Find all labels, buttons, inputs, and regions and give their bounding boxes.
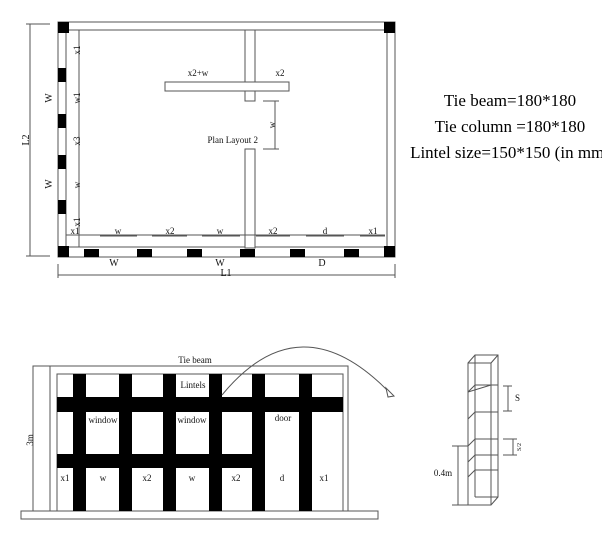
- svg-text:x1: x1: [61, 473, 70, 483]
- dim-l2: L2: [21, 134, 32, 145]
- arrow-curve: [221, 346, 391, 396]
- svg-text:x2: x2: [166, 226, 175, 236]
- beam-label: x2+w: [188, 68, 209, 78]
- plan-title: Plan Layout 2: [208, 135, 259, 145]
- inner-dim: w: [267, 121, 277, 128]
- plan-layout: L2 L1 W W x1 w1 x3 w x1 x1 w x2 w x2 d x…: [21, 21, 396, 279]
- height-label: 3m: [25, 434, 35, 446]
- elevation: Tie beam Lintels 3m window window door x…: [20, 346, 396, 520]
- half-spacing-label: S/2: [517, 443, 523, 451]
- dim-l1: L1: [220, 268, 231, 279]
- svg-text:w: w: [100, 473, 107, 483]
- svg-text:window: window: [89, 415, 119, 425]
- bottom-dimensions: x1 w x2 w x2 d x1: [71, 226, 385, 237]
- lintel-band: [57, 397, 343, 412]
- left-label: W: [44, 179, 55, 189]
- svg-text:w1: w1: [72, 93, 82, 104]
- columns: [58, 22, 395, 257]
- base-slab: [20, 510, 379, 520]
- partition-wall-bottom: [244, 148, 256, 249]
- svg-text:w: w: [115, 226, 122, 236]
- svg-text:x3: x3: [72, 136, 82, 146]
- left-label: W: [44, 93, 55, 103]
- inner-wall-line: [65, 29, 388, 248]
- partition-wall-top: [244, 29, 256, 102]
- svg-text:w: w: [217, 226, 224, 236]
- zone-label: 0.4m: [434, 468, 452, 478]
- sill-band: [57, 454, 265, 468]
- svg-text:d: d: [323, 226, 328, 236]
- wall-panel: [56, 373, 344, 512]
- tie-beam-label: Tie beam: [178, 355, 211, 365]
- svg-text:Lintel size=150*150 (in mm): Lintel size=150*150 (in mm): [410, 143, 602, 162]
- svg-text:x2: x2: [269, 226, 278, 236]
- svg-text:x1: x1: [320, 473, 329, 483]
- svg-text:w: w: [189, 473, 196, 483]
- svg-text:x2: x2: [143, 473, 152, 483]
- bottom-label: W: [109, 258, 119, 269]
- svg-text:window: window: [178, 415, 208, 425]
- svg-text:x2: x2: [232, 473, 241, 483]
- svg-text:door: door: [275, 413, 292, 423]
- lintels-label: Lintels: [181, 380, 206, 390]
- beam-label: x2: [276, 68, 285, 78]
- spacing-label: S: [515, 393, 520, 403]
- svg-text:x1: x1: [71, 226, 80, 236]
- bottom-label: D: [318, 258, 325, 269]
- svg-text:x1: x1: [72, 46, 82, 55]
- arrow-head-icon: [385, 386, 396, 398]
- svg-text:d: d: [280, 473, 285, 483]
- bottom-label: W: [215, 258, 225, 269]
- reinforcement-cage: S S/2 0.4m: [434, 354, 523, 506]
- svg-text:Tie beam=180*180: Tie beam=180*180: [444, 91, 576, 110]
- specs: Tie beam=180*180 Tie column =180*180 Lin…: [410, 91, 602, 162]
- svg-text:x1: x1: [369, 226, 378, 236]
- svg-text:Tie column =180*180: Tie column =180*180: [435, 117, 586, 136]
- svg-text:w: w: [72, 181, 82, 188]
- beam: [164, 81, 290, 92]
- left-dimensions: x1 w1 x3 w x1: [72, 32, 82, 227]
- svg-text:x1: x1: [72, 218, 82, 227]
